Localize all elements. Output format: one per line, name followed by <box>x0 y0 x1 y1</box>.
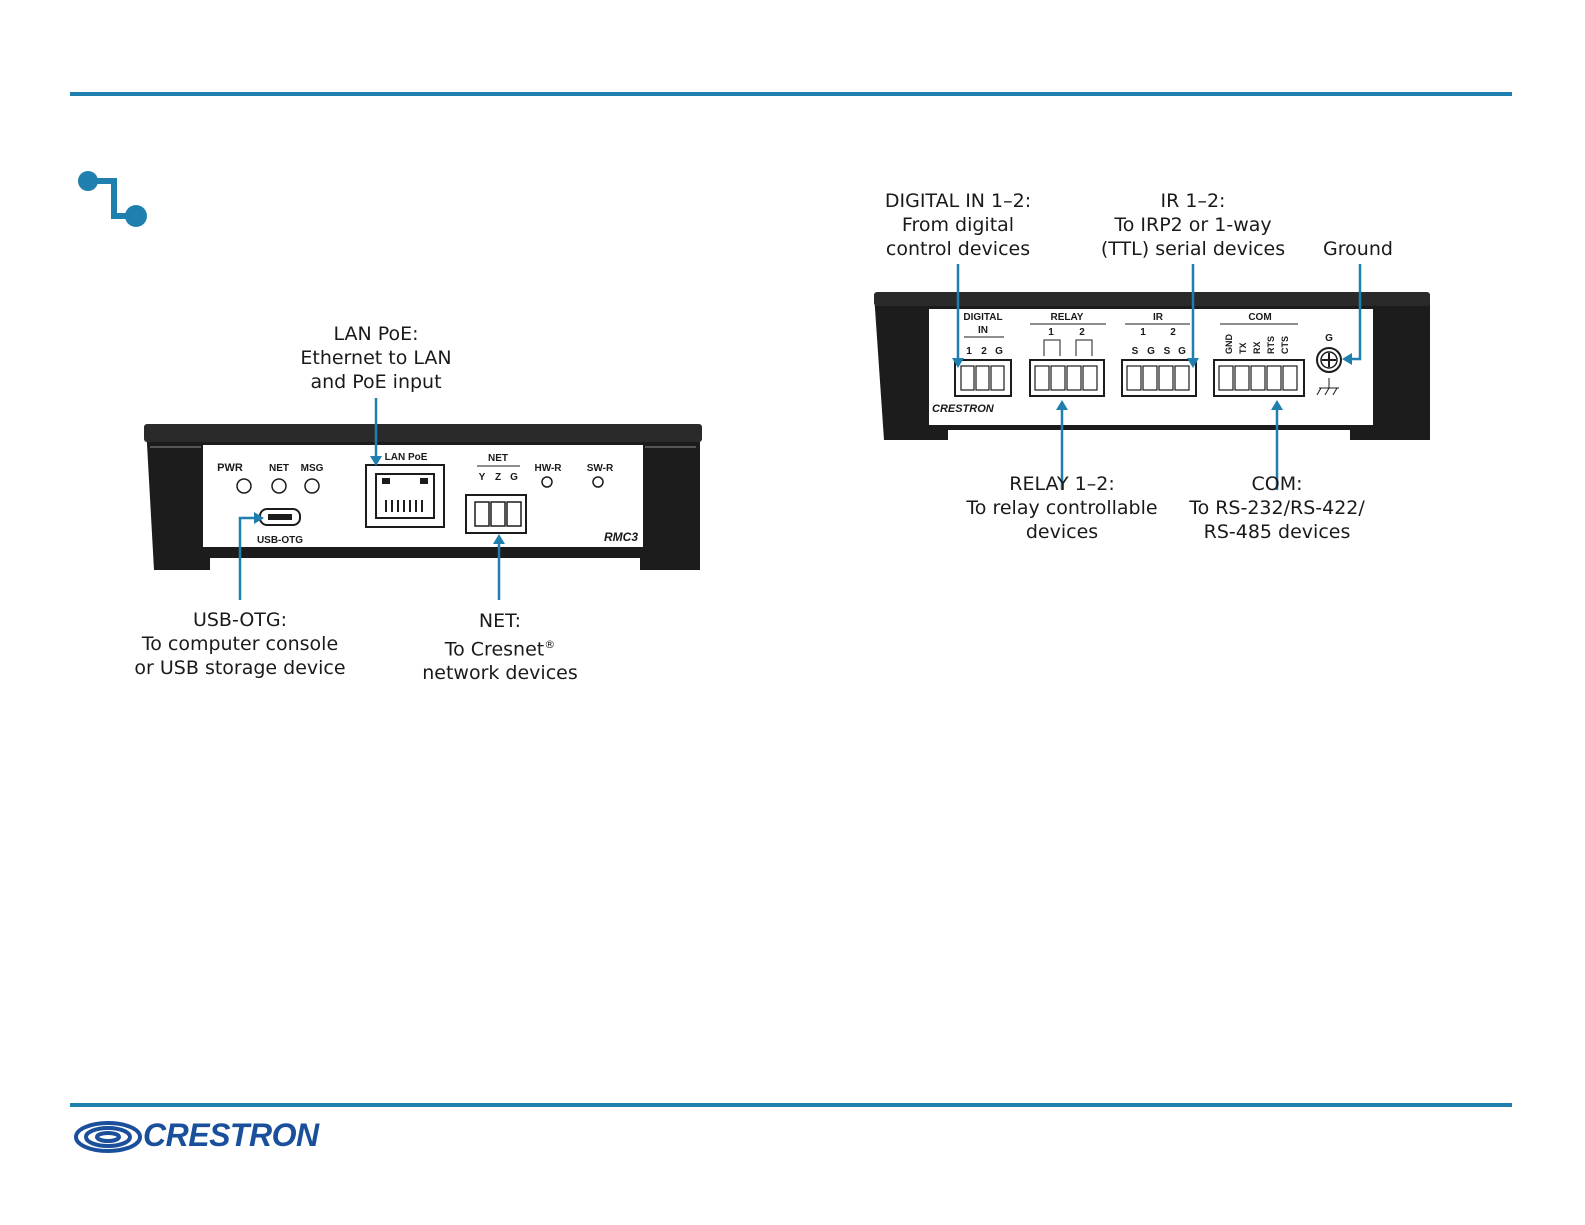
footer-brand: CRESTRON <box>143 1117 319 1153</box>
com-header: COM <box>1248 312 1271 323</box>
callout-line: RS-485 devices <box>1203 521 1351 543</box>
ground-callout: Ground <box>1308 237 1408 261</box>
callout-title: DIGITAL IN 1–2: <box>884 190 1032 212</box>
ir-num-1: 1 <box>1140 327 1146 338</box>
ir-callout: IR 1–2: To IRP2 or 1-way (TTL) serial de… <box>1086 189 1300 261</box>
net-header-label: NET <box>488 453 508 464</box>
net-pin-z: Z <box>495 472 501 483</box>
ir-pin-s1: S <box>1132 346 1139 357</box>
com-pin-cts: CTS <box>1280 336 1290 354</box>
msg-led <box>304 478 320 494</box>
sw-r-button <box>592 476 604 488</box>
digital-header-2: IN <box>978 325 988 336</box>
callout-line: To computer console <box>141 633 339 655</box>
pwr-led <box>236 478 252 494</box>
hw-r-button <box>541 476 553 488</box>
led-label-net: NET <box>269 463 289 474</box>
callout-title: COM: <box>1251 473 1303 495</box>
relay-num-1: 1 <box>1048 327 1054 338</box>
digital-pin-g: G <box>995 346 1003 357</box>
callout-line: To RS-232/RS-422/ <box>1189 497 1365 519</box>
crestron-swirl-logo <box>74 1121 142 1153</box>
callout-line: and PoE input <box>310 371 442 393</box>
ground-label: G <box>1325 333 1333 344</box>
callout-title: RELAY 1–2: <box>1009 473 1115 495</box>
net-led <box>271 478 287 494</box>
rear-brand-label: CRESTRON <box>932 403 995 415</box>
lan-poe-label: LAN PoE <box>385 452 428 463</box>
com-callout: COM: To RS-232/RS-422/ RS-485 devices <box>1172 472 1382 544</box>
callout-line: To IRP2 or 1-way <box>1114 214 1272 236</box>
callout-title: NET: <box>478 610 522 632</box>
ir-header: IR <box>1153 312 1164 323</box>
callout-line: control devices <box>885 238 1031 260</box>
digital-pin-1: 1 <box>966 346 972 357</box>
relay-header: RELAY <box>1051 312 1084 323</box>
ir-pin-s2: S <box>1164 346 1171 357</box>
callout-title: IR 1–2: <box>1160 190 1226 212</box>
usb-otg-label: USB-OTG <box>257 535 303 546</box>
callout-line: network devices <box>422 662 578 685</box>
ir-num-2: 2 <box>1170 327 1176 338</box>
net-pin-y: Y <box>479 472 486 483</box>
com-pin-gnd: GND <box>1224 334 1234 355</box>
callout-line: (TTL) serial devices <box>1100 238 1286 260</box>
com-pin-tx: TX <box>1238 342 1248 354</box>
net-callout: NET: To Cresnet® network devices <box>408 609 592 685</box>
callout-line: To relay controllable <box>966 497 1158 519</box>
hw-r-label: HW-R <box>534 463 562 474</box>
rear-panel-diagram: DIGITAL IN 1 2 G RELAY 1 2 IR 1 2 S G S … <box>874 292 1430 440</box>
led-label-pwr: PWR <box>217 462 243 474</box>
callout-line: To Cresnet <box>444 638 545 661</box>
model-label: RMC3 <box>604 530 638 544</box>
callout-line: Ethernet to LAN <box>300 347 452 369</box>
callout-title: LAN PoE: <box>333 323 419 345</box>
connector-node-icon <box>78 171 147 227</box>
ir-pin-g2: G <box>1178 346 1186 357</box>
callout-line: or USB storage device <box>134 657 346 679</box>
sw-r-label: SW-R <box>587 463 614 474</box>
digital-pin-2: 2 <box>981 346 987 357</box>
led-label-msg: MSG <box>301 463 324 474</box>
callout-title: USB-OTG: <box>192 609 288 631</box>
net-pin-g: G <box>510 472 518 483</box>
lan-poe-callout: LAN PoE: Ethernet to LAN and PoE input <box>273 322 479 394</box>
relay-num-2: 2 <box>1079 327 1085 338</box>
footer-rule <box>70 1103 1512 1107</box>
digital-in-callout: DIGITAL IN 1–2: From digital control dev… <box>864 189 1052 261</box>
front-panel-diagram: PWR NET MSG USB-OTG LAN PoE NET Y Z G HW… <box>144 424 702 570</box>
registered-mark: ® <box>544 638 556 651</box>
relay-callout: RELAY 1–2: To relay controllable devices <box>950 472 1174 544</box>
com-pin-rx: RX <box>1252 341 1262 354</box>
ir-pin-g1: G <box>1147 346 1155 357</box>
callout-title: Ground <box>1323 238 1393 260</box>
usb-otg-callout: USB-OTG: To computer console or USB stor… <box>118 608 362 680</box>
callout-line: devices <box>1025 521 1099 543</box>
digital-header-1: DIGITAL <box>963 312 1002 323</box>
com-pin-rts: RTS <box>1266 336 1276 354</box>
callout-line: From digital <box>901 214 1015 236</box>
header-rule <box>70 92 1512 96</box>
